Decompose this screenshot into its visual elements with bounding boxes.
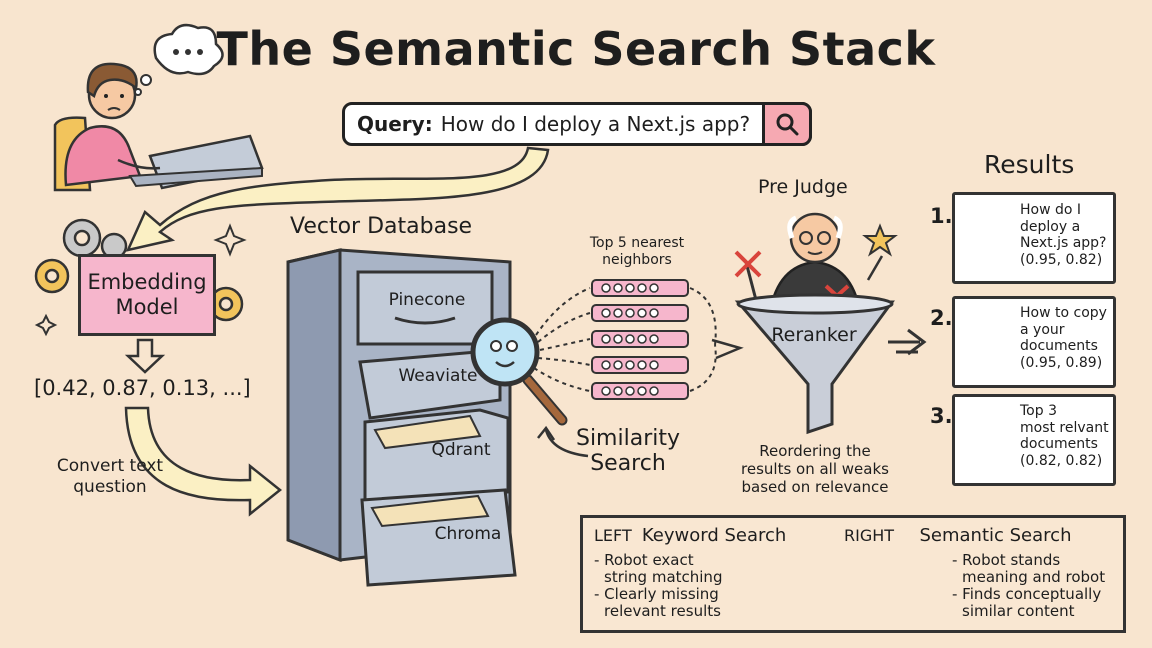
keyword-point: - Robot exact (594, 551, 694, 569)
flow-arrow-vector-to-db (124, 406, 283, 517)
result-3-line: documents (1020, 436, 1098, 452)
flow-arrow-embedding-down (124, 338, 166, 374)
result-text-2: How to copy a your documents (0.95, 0.89… (1020, 305, 1116, 371)
sparkle-icon (34, 223, 247, 337)
result-rank-3: 3. (930, 404, 953, 428)
semantic-search-points: - Robot stands meaning and robot - Finds… (952, 552, 1105, 620)
keyword-search-points: - Robot exact string matching - Clearly … (594, 552, 722, 620)
convert-caption: Convert text question (40, 456, 180, 498)
result-1-line: deploy a (1020, 218, 1081, 235)
search-icon (776, 113, 799, 136)
semantic-point: meaning and robot (962, 568, 1106, 586)
query-search-bar[interactable]: Query: How do I deploy a Next.js app? (342, 102, 812, 146)
result-2-line: a your (1020, 321, 1065, 338)
vector-db-title: Vector Database (290, 214, 473, 239)
result-1-line: Next.js app? (1020, 235, 1107, 251)
similarity-line1: Similarity (575, 426, 681, 451)
embedding-label-line1: Embedding (87, 270, 207, 294)
drawer-label-weaviate: Weaviate (398, 366, 478, 386)
result-text-1: How do I deploy a Next.js app? (0.95, 0.… (1020, 202, 1116, 268)
keyword-search-title: Keyword Search (641, 525, 787, 546)
result-1-score: (0.95, 0.82) (1020, 251, 1103, 268)
embedding-vector: [0.42, 0.87, 0.13, ...] (34, 376, 251, 400)
neighbors-title-line2: neighbors (602, 252, 672, 268)
result-rank-1: 1. (930, 204, 953, 228)
result-card-2 (952, 296, 1116, 388)
result-card-1 (952, 192, 1116, 284)
similarity-connectors (533, 287, 717, 392)
filing-cabinet-icon (286, 248, 517, 587)
query-label: Query: (357, 112, 433, 136)
reranker-desc-line3: based on relevance (741, 478, 889, 496)
drawer-label-pinecone: Pinecone (388, 290, 466, 310)
result-3-score: (0.82, 0.82) (1020, 452, 1103, 469)
reranker-description: Reordering the results on all weaks base… (720, 442, 910, 496)
person-illustration (53, 23, 264, 192)
keyword-point: string matching (604, 568, 723, 586)
right-tag: RIGHT (844, 526, 895, 545)
result-1-line: How do I (1020, 202, 1082, 218)
semantic-search-title: Semantic Search (919, 525, 1072, 546)
results-title: Results (984, 150, 1075, 179)
similarity-search-label: Similarity Search (568, 426, 688, 476)
arrow-to-results (888, 328, 927, 356)
drawer-label-qdrant: Qdrant (431, 440, 491, 460)
left-tag: LEFT (594, 526, 632, 545)
search-button[interactable] (762, 102, 812, 146)
query-text: How do I deploy a Next.js app? (440, 112, 751, 136)
result-2-line: How to copy (1020, 305, 1107, 321)
reranker-label: Reranker (771, 324, 857, 346)
result-3-line: most relvant (1020, 419, 1109, 436)
embedding-model-box: Embedding Model (78, 254, 216, 336)
magnifier-mascot-icon (470, 317, 568, 426)
embedding-label-line2: Model (115, 295, 179, 319)
semantic-point: - Finds conceptually (952, 585, 1102, 603)
result-card-3 (952, 394, 1116, 486)
left-heading: LEFT Keyword Search (594, 525, 786, 546)
flow-arrow-query-to-embedding (125, 146, 550, 252)
semantic-point: similar content (962, 602, 1075, 620)
gear-icon (34, 218, 244, 322)
neighbors-title-line1: Top 5 nearest (589, 235, 685, 251)
drawer-label-chroma: Chroma (434, 524, 502, 544)
result-2-score: (0.95, 0.89) (1020, 354, 1103, 371)
comparison-panel (580, 515, 1126, 633)
reranker-desc-line1: Reordering the (759, 442, 871, 460)
keyword-point: relevant results (604, 602, 721, 620)
result-text-3: Top 3 most relvant documents (0.82, 0.82… (1020, 403, 1116, 469)
convert-line2: question (73, 477, 147, 497)
result-3-line: Top 3 (1020, 403, 1057, 419)
keyword-point: - Clearly missing (594, 585, 719, 603)
neighbors-title: Top 5 nearest neighbors (578, 235, 696, 269)
result-2-line: documents (1020, 338, 1098, 354)
page-title: The Semantic Search Stack (216, 22, 936, 76)
convert-line1: Convert text (56, 456, 164, 476)
right-heading: RIGHT Semantic Search (844, 525, 1071, 546)
result-rank-2: 2. (930, 306, 953, 330)
similarity-line2: Search (590, 451, 666, 476)
similarity-curve-arrow (544, 429, 589, 458)
reranker-desc-line2: results on all weaks (741, 460, 889, 478)
judge-label: Pre Judge (758, 176, 848, 198)
funnel-icon (734, 293, 895, 435)
arrow-to-reranker (711, 338, 744, 360)
semantic-point: - Robot stands (952, 551, 1061, 569)
star-icon (862, 223, 898, 257)
query-field[interactable]: Query: How do I deploy a Next.js app? (345, 112, 762, 136)
